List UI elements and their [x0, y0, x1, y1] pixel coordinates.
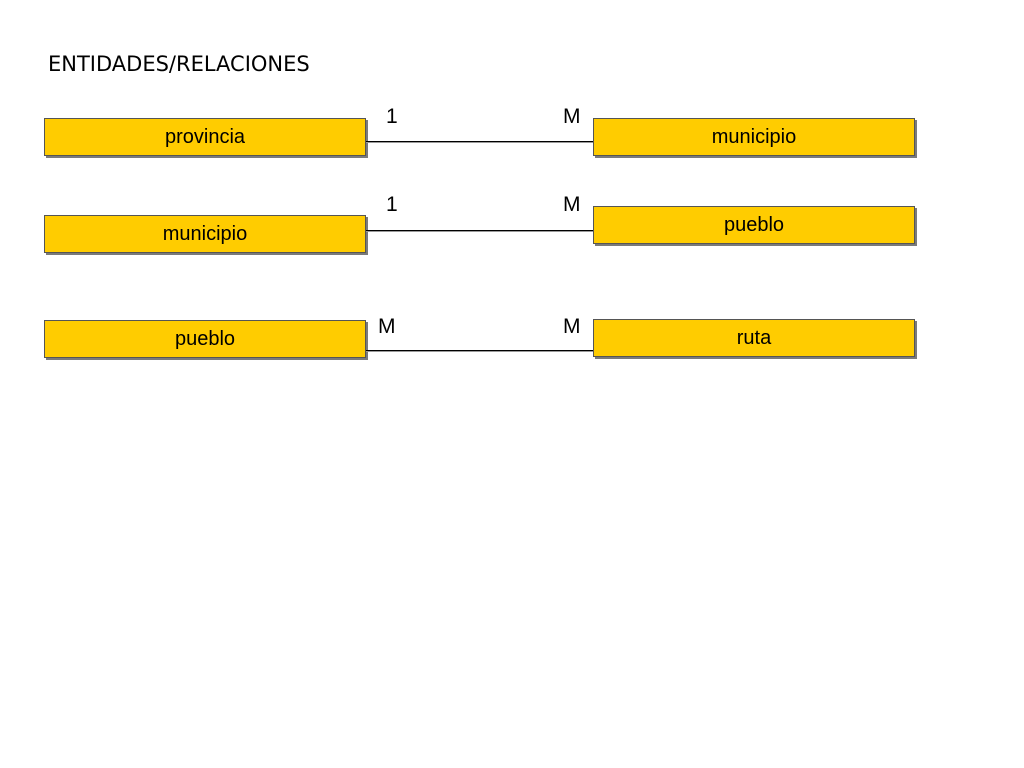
cardinality-right: M — [563, 315, 581, 338]
cardinality-left: 1 — [386, 105, 398, 128]
cardinality-left: 1 — [386, 193, 398, 216]
relation-line — [366, 350, 594, 351]
cardinality-right: M — [563, 105, 581, 128]
page-title: ENTIDADES/RELACIONES — [48, 52, 310, 76]
relation-line — [366, 141, 594, 142]
entity-pueblo: pueblo — [593, 206, 915, 244]
cardinality-left: M — [378, 315, 396, 338]
entity-ruta: ruta — [593, 319, 915, 357]
entity-provincia: provincia — [44, 118, 366, 156]
entity-municipio: municipio — [593, 118, 915, 156]
entity-pueblo: pueblo — [44, 320, 366, 358]
entity-municipio: municipio — [44, 215, 366, 253]
cardinality-right: M — [563, 193, 581, 216]
relation-line — [366, 230, 594, 231]
